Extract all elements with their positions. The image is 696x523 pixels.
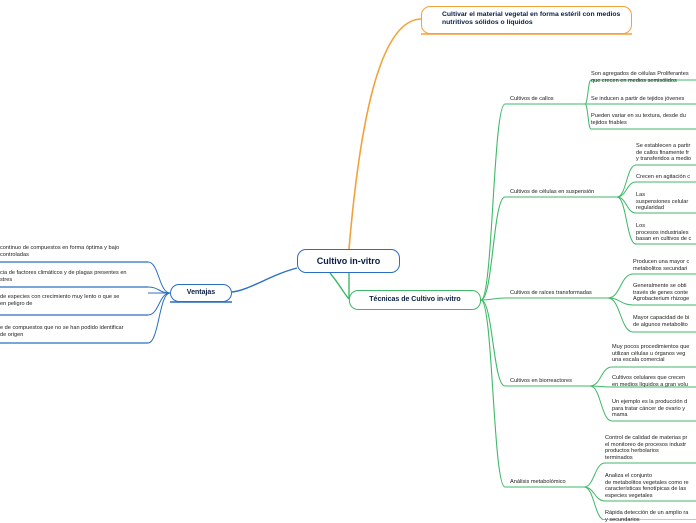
connector-item	[607, 273, 634, 299]
connector-item	[584, 79, 592, 105]
connector-item	[584, 103, 592, 130]
metabolomico-item[interactable]: Rápida detección de un amplio ra y secun…	[605, 510, 689, 523]
category-analisis-metabolomico[interactable]: Análisis metabolómico	[510, 479, 566, 485]
connector-item	[616, 181, 637, 198]
category-biorreactores[interactable]: Cultivos en biorreactores	[510, 378, 572, 384]
connector-category	[480, 103, 506, 301]
raices-item[interactable]: Producen una mayor c metabolitos secunda…	[633, 259, 690, 272]
category-celulas-en-suspension[interactable]: Cultivos de células en suspensión	[510, 189, 595, 195]
suspension-item[interactable]: Se establecen a partir de callos finamen…	[636, 143, 692, 163]
connector-category	[480, 297, 506, 301]
raices-item[interactable]: Mayor capacidad de bi de algunos metabol…	[633, 315, 690, 328]
biorreactores-item[interactable]: Un ejemplo es la producción d para trata…	[612, 399, 688, 419]
connector-ventaja	[147, 261, 171, 294]
category-cultivos-de-callos[interactable]: Cultivos de callos	[510, 96, 554, 102]
ventajas-item[interactable]: cia de factores climáticos y de plagas p…	[0, 270, 127, 283]
connector-category	[480, 196, 506, 301]
metabolomico-item[interactable]: Analiza el conjunto de metabolitos veget…	[605, 473, 689, 499]
connector-item	[583, 486, 606, 502]
biorreactores-item[interactable]: Cultivos celulares que crecen en medios …	[612, 375, 688, 388]
metabolomico-item[interactable]: Control de calidad de materias pr el mon…	[605, 435, 688, 461]
connector-ventaja	[147, 292, 171, 344]
topic-tecnicas[interactable]: Técnicas de Cultivo in-vitro	[349, 290, 481, 310]
connector-item	[589, 385, 613, 422]
suspension-item[interactable]: Los procesos industriales basan en culti…	[636, 223, 692, 243]
connector-ventaja	[147, 292, 171, 316]
callos-item[interactable]: Se inducen a partir de tejidos jóvenes	[591, 96, 685, 102]
connector-category	[480, 299, 506, 488]
connector-item	[589, 385, 613, 388]
suspension-item[interactable]: Las suspensiones celular regularidad	[636, 192, 689, 212]
connector-item	[607, 297, 634, 333]
central-topic[interactable]: Cultivo in-vitro	[297, 249, 400, 273]
callos-item[interactable]: Son agregados de células Proliferantes q…	[591, 71, 689, 84]
ventajas-item[interactable]: e de compuestos que no se han podido ide…	[0, 325, 124, 338]
connector-category	[480, 299, 506, 387]
connector-item	[583, 486, 606, 520]
ventajas-item[interactable]: de especies con crecimiento muy lento o …	[0, 294, 120, 307]
connector-item	[616, 196, 637, 245]
connector-item	[583, 462, 606, 488]
callos-item[interactable]: Pueden variar en su textura, desde du te…	[591, 113, 686, 126]
raices-item[interactable]: Generalmente se obti través de genes con…	[633, 283, 690, 303]
ventajas-item[interactable]: continuo de compuestos en forma óptima y…	[0, 245, 120, 258]
category-raices-transformadas[interactable]: Cultivos de raíces transformadas	[510, 290, 592, 296]
connector-item	[616, 164, 637, 198]
connector-ventaja	[147, 286, 171, 294]
connector-orange	[348, 18, 422, 250]
topic-ventajas[interactable]: Ventajas	[170, 284, 232, 302]
connector-item	[589, 366, 613, 387]
suspension-item[interactable]: Crecen en agitación c	[636, 174, 691, 180]
connector-green-lead	[329, 272, 350, 300]
connector-ventajas	[231, 267, 298, 293]
topic-cultivar-material[interactable]: Cultivar el material vegetal en forma es…	[421, 6, 632, 34]
biorreactores-item[interactable]: Muy pocos procedimientos que utilizan cé…	[612, 344, 690, 364]
